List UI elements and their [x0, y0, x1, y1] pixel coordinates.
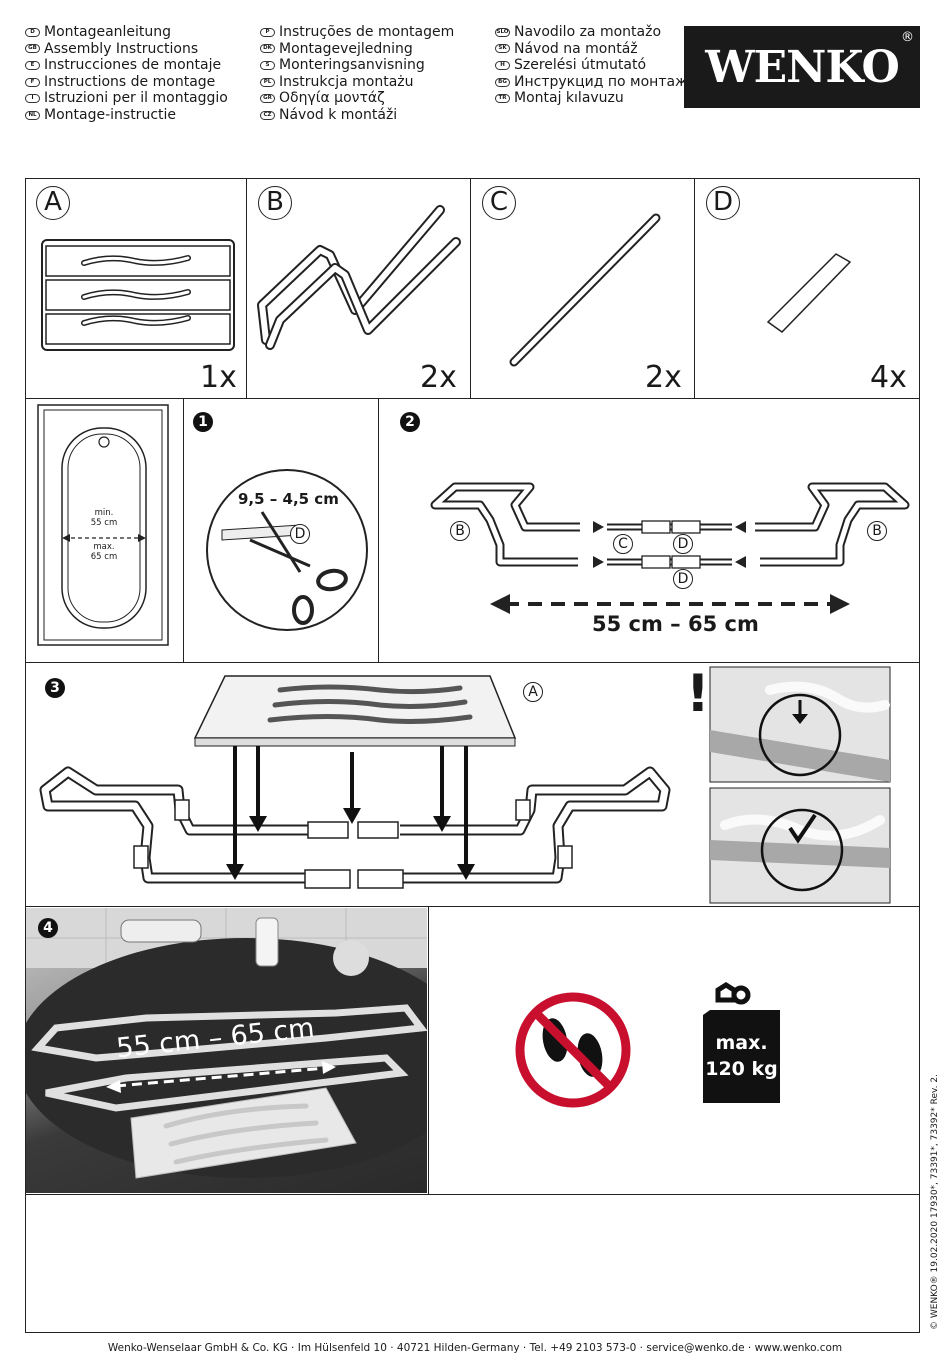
language-code-badge: SLO	[495, 27, 510, 37]
language-code-badge: DK	[260, 44, 275, 54]
tub-max-label: max. 65 cm	[90, 542, 118, 562]
divider	[25, 398, 920, 399]
language-code-badge: H	[495, 60, 510, 70]
divider	[25, 906, 920, 907]
language-title: Monteringsanvisning	[279, 57, 425, 74]
language-item: SLO Navodilo za montažo	[495, 24, 688, 41]
part-c-qty: 2x	[645, 360, 682, 395]
language-code-badge: SK	[495, 44, 510, 54]
language-item: I Istruzioni per il montaggio	[25, 90, 228, 107]
max-weight-label: max. 120 kg	[705, 1032, 778, 1080]
language-item: BG Инструкцид по монтаж	[495, 74, 688, 91]
language-code-badge: NL	[25, 110, 40, 120]
language-title: Instrucciones de montaje	[44, 57, 222, 74]
language-title: Οδηγία μοντάζ	[279, 90, 385, 107]
language-item: PL Instrukcja montażu	[260, 74, 454, 91]
language-code-badge: S	[260, 60, 275, 70]
language-item: SK Návod na montáž	[495, 41, 688, 58]
language-title: Montagevejledning	[279, 40, 413, 57]
step-2-measure: 55 cm – 65 cm	[592, 612, 759, 636]
step-2-label-b-left: B	[450, 521, 470, 541]
divider	[246, 178, 247, 398]
language-item: S Monteringsanvisning	[260, 57, 454, 74]
language-title: Montageanleitung	[44, 24, 172, 40]
step-2-label-c: C	[613, 534, 633, 554]
language-code-badge: GR	[260, 94, 275, 104]
instruction-frame	[25, 178, 920, 1333]
part-c-label: C	[482, 186, 516, 220]
step-1-number: 1	[193, 412, 213, 432]
language-title: Instructions de montage	[44, 73, 216, 90]
language-title: Szerelési útmutató	[514, 57, 647, 74]
part-a-label: A	[36, 186, 70, 220]
divider	[183, 398, 184, 662]
language-title: Návod k montáži	[279, 106, 398, 123]
language-item: NL Montage-instructie	[25, 107, 228, 124]
language-title: Montage-instructie	[44, 106, 177, 123]
step-1-measure: 9,5 – 4,5 cm	[238, 490, 339, 508]
tub-min-label: min. 55 cm	[90, 508, 118, 528]
language-title: Instrukcja montażu	[279, 73, 414, 90]
language-code-badge: PL	[260, 77, 275, 87]
divider	[378, 398, 379, 662]
language-item: D Montageanleitung	[25, 24, 228, 41]
divider	[25, 662, 920, 663]
part-b-qty: 2x	[420, 360, 457, 395]
language-code-badge: D	[25, 27, 40, 37]
copyright-note: © WENKO® 19.02.2020 17930*, 73391*, 7339…	[930, 1074, 940, 1330]
step-3-number: 3	[45, 678, 65, 698]
language-item: F Instructions de montage	[25, 74, 228, 91]
language-title: Assembly Instructions	[44, 40, 199, 57]
step-2-label-d-bottom: D	[673, 569, 693, 589]
language-title: Istruzioni per il montaggio	[44, 90, 228, 107]
divider	[470, 178, 471, 398]
part-d-label: D	[706, 186, 740, 220]
bathtub-photo: 4 55 cm – 65 cm	[26, 908, 427, 1193]
language-title: Instruções de montagem	[279, 24, 455, 40]
language-item: H Szerelési útmutató	[495, 57, 688, 74]
step-2-label-b-right: B	[867, 521, 887, 541]
step-3-part-a: A	[523, 682, 543, 702]
step-4-number: 4	[38, 918, 58, 938]
language-title: Navodilo za montažo	[514, 24, 662, 40]
warning-mark: !	[686, 664, 710, 724]
divider	[428, 906, 429, 1194]
step-2-number: 2	[400, 412, 420, 432]
language-item: GR Οδηγία μοντάζ	[260, 90, 454, 107]
language-code-badge: GB	[25, 44, 40, 54]
language-item: GB Assembly Instructions	[25, 41, 228, 58]
wenko-logo: WENKO ®	[684, 26, 920, 108]
language-item: E Instrucciones de montaje	[25, 57, 228, 74]
divider	[25, 1194, 920, 1195]
language-code-badge: I	[25, 94, 40, 104]
part-d-qty: 4x	[870, 360, 907, 395]
language-code-badge: CZ	[260, 110, 275, 120]
language-code-badge: P	[260, 27, 275, 37]
language-code-badge: E	[25, 60, 40, 70]
language-title: Návod na montáž	[514, 40, 638, 57]
language-code-badge: TR	[495, 94, 510, 104]
language-title: Инструкцид по монтаж	[514, 73, 688, 90]
language-item: CZ Návod k montáži	[260, 107, 454, 124]
language-code-badge: F	[25, 77, 40, 87]
step-1-part-d: D	[290, 524, 310, 544]
language-code-badge: BG	[495, 77, 510, 87]
divider	[694, 178, 695, 398]
part-b-label: B	[258, 186, 292, 220]
language-title: Montaj kılavuzu	[514, 90, 624, 107]
language-item: DK Montagevejledning	[260, 41, 454, 58]
language-item: P Instruções de montagem	[260, 24, 454, 41]
footer-address: Wenko-Wenselaar GmbH & Co. KG · Im Hülse…	[107, 1342, 843, 1354]
step-2-label-d-top: D	[673, 534, 693, 554]
part-a-qty: 1x	[200, 360, 237, 395]
language-item: TR Montaj kılavuzu	[495, 90, 688, 107]
